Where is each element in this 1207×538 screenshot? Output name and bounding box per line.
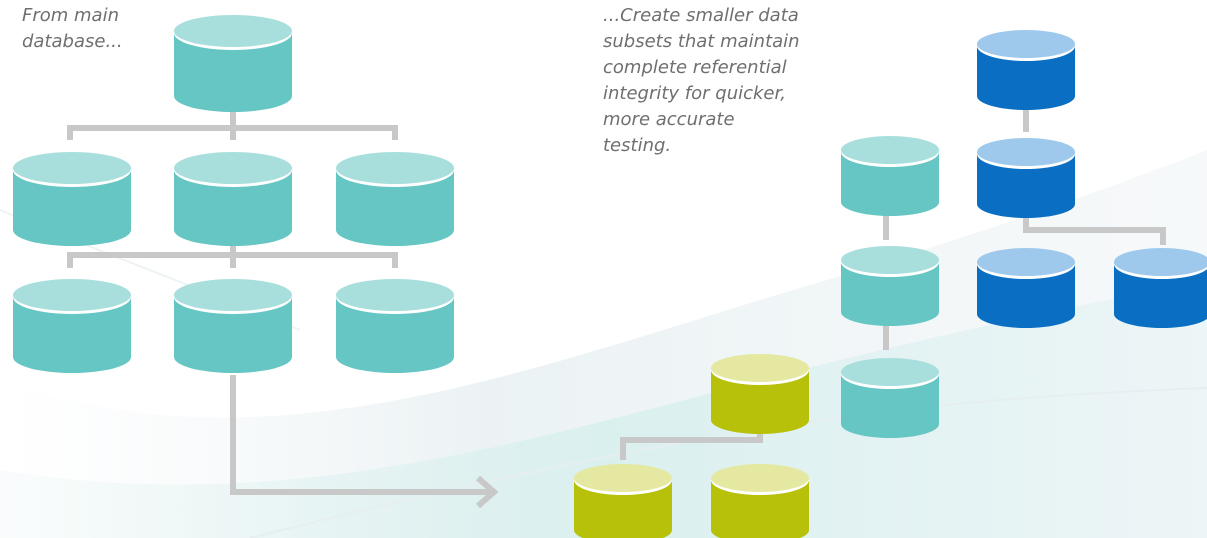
database-icon xyxy=(711,464,809,538)
connector-line xyxy=(1023,212,1166,245)
caption-line: database... xyxy=(22,31,123,52)
arrow-right-icon xyxy=(476,475,499,509)
database-icon xyxy=(977,138,1075,218)
database-icon xyxy=(336,152,454,246)
database-icon xyxy=(977,248,1075,328)
database-cylinders xyxy=(13,15,1207,538)
database-icon xyxy=(336,279,454,373)
database-icon xyxy=(574,464,672,538)
caption-from-main-database: From main database... xyxy=(22,3,123,55)
caption-line: From main xyxy=(22,5,119,26)
database-icon xyxy=(174,279,292,373)
database-icon xyxy=(977,30,1075,110)
caption-line: testing. xyxy=(603,135,672,156)
connector-line xyxy=(230,375,490,495)
arrow-head xyxy=(476,475,499,509)
caption-line: complete referential xyxy=(603,57,787,78)
database-icon xyxy=(174,15,292,112)
database-icon xyxy=(174,152,292,246)
connector-lines xyxy=(67,106,1166,495)
caption-create-subsets: ...Create smaller data subsets that main… xyxy=(603,3,800,159)
database-icon xyxy=(13,152,131,246)
database-icon xyxy=(13,279,131,373)
caption-line: integrity for quicker, xyxy=(603,83,786,104)
database-icon xyxy=(841,246,939,326)
caption-line: subsets that maintain xyxy=(603,31,800,52)
database-icon xyxy=(841,136,939,216)
database-icon xyxy=(841,358,939,438)
caption-line: more accurate xyxy=(603,109,735,130)
caption-line: ...Create smaller data xyxy=(603,5,799,26)
database-icon xyxy=(1114,248,1207,328)
database-icon xyxy=(711,354,809,434)
